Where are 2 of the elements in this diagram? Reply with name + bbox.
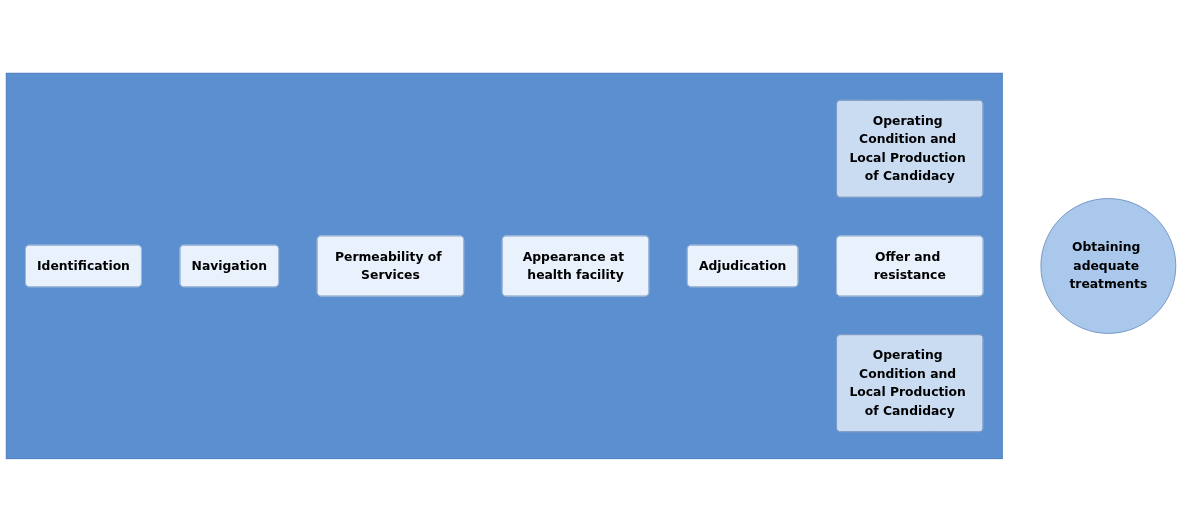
- cluster: [5, 72, 1003, 460]
- node-circle: Obtaining adequate treatments: [1040, 198, 1177, 334]
